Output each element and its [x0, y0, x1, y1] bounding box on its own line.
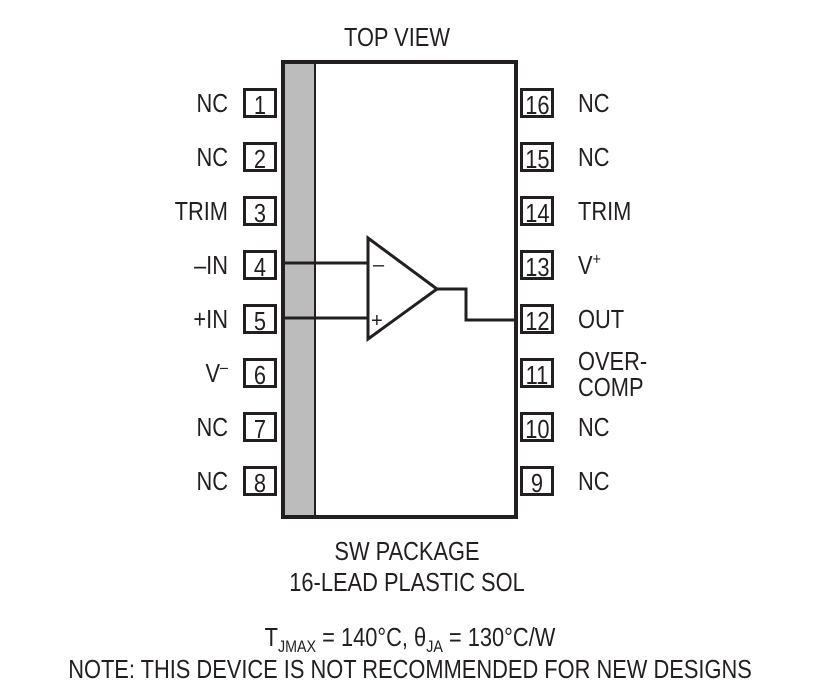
pin-label-text: NC: [196, 412, 228, 442]
pin-number: 4: [253, 252, 267, 282]
pin-label-text: NC: [196, 88, 228, 118]
pin-label-line2: COMP: [578, 372, 644, 402]
pin-number: 5: [253, 306, 267, 336]
pin-8: 8: [243, 466, 277, 496]
noninverting-input-sign: +: [371, 310, 383, 332]
pin-label: NC: [196, 90, 228, 116]
pin-number: 11: [525, 360, 549, 390]
pin-14: 14: [520, 196, 554, 226]
pin-label-superscript: –: [220, 357, 228, 377]
top-view-label: TOP VIEW: [344, 22, 450, 52]
pin-number: 14: [525, 198, 550, 228]
obsolete-note: NOTE: THIS DEVICE IS NOT RECOMMENDED FOR…: [68, 654, 752, 684]
pin-label: NC: [578, 90, 610, 116]
pin-3: 3: [243, 196, 277, 226]
pin-label: NC: [196, 414, 228, 440]
pin-number: 16: [525, 90, 550, 120]
pin-label: NC: [196, 468, 228, 494]
pin-6: 6: [243, 358, 277, 388]
output-wire: [437, 287, 518, 322]
pin-5: 5: [243, 304, 277, 334]
pin-number: 13: [525, 252, 550, 282]
pin-9: 9: [520, 466, 554, 496]
package-type: 16-LEAD PLASTIC SOL: [289, 567, 525, 597]
pin-number: 9: [530, 468, 544, 498]
pin-label-text: NC: [578, 466, 610, 496]
pin-label-text: TRIM: [578, 196, 632, 226]
pin-2: 2: [243, 142, 277, 172]
pin-label: NC: [578, 468, 610, 494]
pin-number: 1: [253, 90, 267, 120]
package-name: SW PACKAGE: [334, 536, 480, 566]
pin-label-text: NC: [196, 142, 228, 172]
pin-number: 15: [525, 144, 550, 174]
pin-16: 16: [520, 88, 554, 118]
pin-number: 10: [525, 414, 550, 444]
pin-label-text: TRIM: [174, 196, 228, 226]
pin-number: 12: [525, 306, 550, 336]
pin-label-text: OUT: [578, 304, 625, 334]
pin-number: 6: [253, 360, 267, 390]
pin-number: 3: [253, 198, 267, 228]
pin-label: OVER-: [578, 346, 648, 376]
pin-label: NC: [196, 144, 228, 170]
pin-number: 2: [253, 144, 267, 174]
pin-label-text: V: [205, 358, 221, 388]
pin-label: V–: [205, 357, 228, 388]
pin-label: NC: [578, 144, 610, 170]
pin-label-superscript: +: [592, 249, 601, 269]
amplifier-triangle: [366, 235, 440, 342]
pin-label: NC: [578, 414, 610, 440]
inverting-input-sign: –: [373, 254, 385, 276]
thermal-specs: TJMAX = 140°C, θJA = 130°C/W: [264, 622, 556, 657]
pin-number: 8: [253, 468, 267, 498]
pin-label-text: NC: [578, 88, 610, 118]
pin-13: 13: [520, 250, 554, 280]
pin-label-text: NC: [578, 142, 610, 172]
pin-label: TRIM: [175, 198, 228, 224]
pin-label: OUT: [578, 306, 624, 332]
pin-10: 10: [520, 412, 554, 442]
pin-label: V+: [578, 249, 601, 280]
pin-label-text: V: [578, 250, 593, 280]
pin-12: 12: [520, 304, 554, 334]
pin-label: TRIM: [578, 198, 631, 224]
pin-label-text: +IN: [193, 304, 228, 334]
pin-label-text: –IN: [194, 250, 228, 280]
pin-1: 1: [243, 88, 277, 118]
pin-number: 7: [253, 414, 267, 444]
pin-label-text: NC: [196, 466, 228, 496]
pin-label: +IN: [193, 306, 228, 332]
pin-label: –IN: [194, 252, 228, 278]
pin1-indicator-stripe: [285, 64, 316, 515]
pin-7: 7: [243, 412, 277, 442]
pin-11: 11: [520, 358, 554, 388]
pin-4: 4: [243, 250, 277, 280]
pin-15: 15: [520, 142, 554, 172]
pin-label-text: NC: [578, 412, 610, 442]
